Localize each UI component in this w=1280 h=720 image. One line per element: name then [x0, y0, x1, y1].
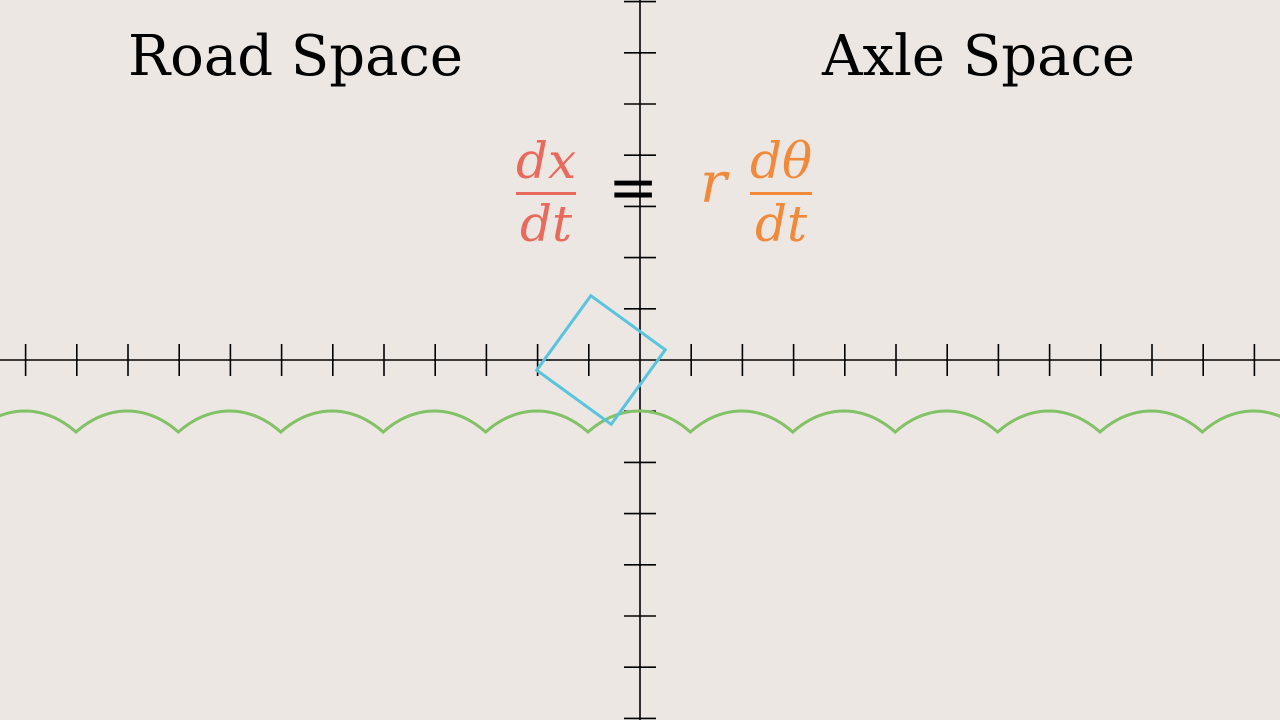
dt-denominator: dt — [520, 195, 573, 253]
square-wheel — [534, 293, 668, 427]
dtheta-numerator: dθ — [750, 132, 813, 190]
fraction-bar — [750, 192, 813, 195]
dx-dt-fraction: dx dt — [516, 132, 577, 253]
dtheta-dt-fraction: dθ dt — [750, 132, 813, 253]
fraction-bar — [516, 192, 577, 195]
axle-space-title: Axle Space — [822, 24, 1135, 89]
equals-sign: = — [608, 153, 659, 223]
dx-numerator: dx — [516, 132, 577, 190]
radius-symbol: r — [700, 151, 727, 216]
road-curve — [0, 409, 1280, 434]
axis-ticks — [24, 0, 1256, 720]
dt-denominator: dt — [755, 195, 808, 253]
road-space-title: Road Space — [128, 24, 464, 89]
